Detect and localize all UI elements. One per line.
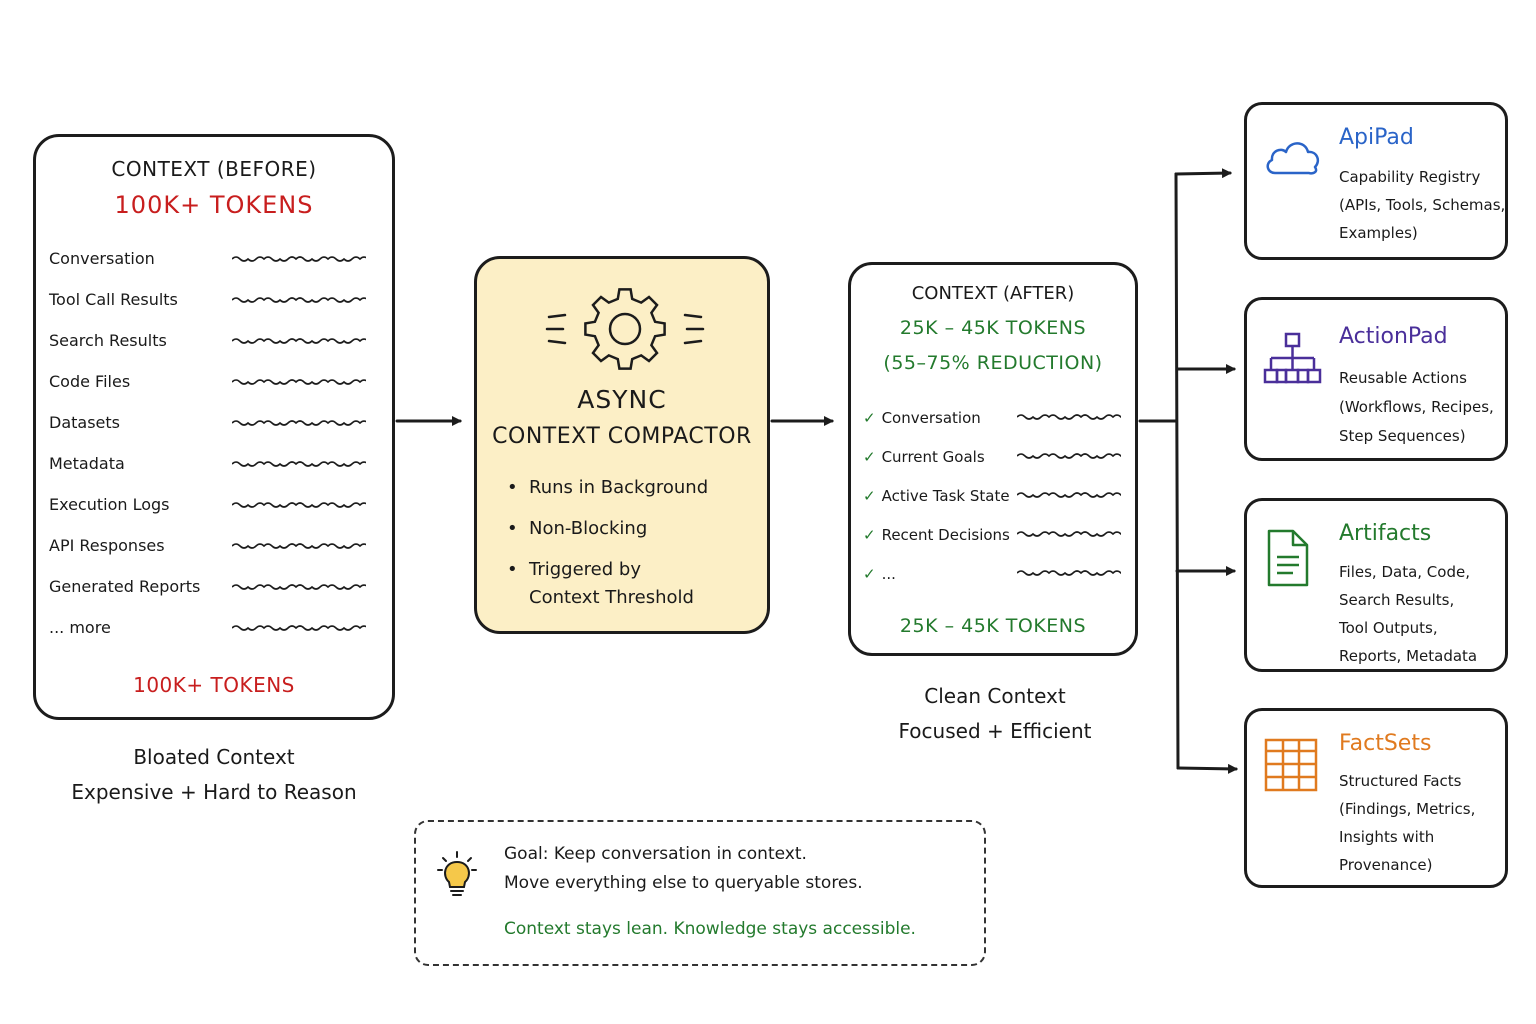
squiggle-line [232,338,366,344]
squiggle-line [1017,492,1121,498]
store-desc-line: Step Sequences) [1339,427,1466,445]
squiggle-line [232,502,366,508]
squiggle-line [232,584,366,590]
squiggle-line [232,625,366,631]
before-list-item: Datasets [49,413,120,432]
after-list-item: ✓... [863,565,896,583]
checkmark-icon: ✓ [863,487,876,505]
compactor-bullet: •Runs in Background [507,477,709,498]
checkmark-icon: ✓ [863,409,876,427]
before-list-item: Code Files [49,372,131,391]
store-desc-line: Structured Facts [1339,772,1462,790]
after-caption: Clean Context Focused + Efficient [848,679,1142,749]
squiggle-line [1017,414,1121,420]
after-list-item: ✓Current Goals [863,448,985,466]
compactor-bullet: •Triggered by [507,559,641,580]
table-icon [1264,738,1318,792]
before-list-item: Metadata [49,454,125,473]
before-caption-title: Bloated Context [133,745,295,769]
store-desc-line: Examples) [1339,224,1418,242]
compactor-title-line1: ASYNC [577,385,667,414]
hierarchy-icon [1263,332,1322,384]
store-desc-line: Insights with [1339,828,1435,846]
compactor-title-line2: CONTEXT COMPACTOR [492,424,752,449]
store-desc-line: (APIs, Tools, Schemas, [1339,196,1506,214]
before-list-item: API Responses [49,536,165,555]
lightbulb-icon [437,851,477,896]
before-caption-subtitle: Expensive + Hard to Reason [71,780,357,804]
before-list-item: Generated Reports [49,577,201,596]
after-list-item: ✓Active Task State [863,487,1010,505]
before-caption: Bloated Context Expensive + Hard to Reas… [33,740,395,810]
goal-tagline: Context stays lean. Knowledge stays acce… [504,919,916,939]
after-list-item: ✓Recent Decisions [863,526,1010,544]
context-after-box: CONTEXT (AFTER) 25K – 45K TOKENS (55–75%… [848,262,1138,656]
store-desc-line: Capability Registry [1339,168,1481,186]
store-desc-line: Files, Data, Code, [1339,563,1470,581]
store-desc-line: Search Results, [1339,591,1455,609]
store-desc-line: (Findings, Metrics, [1339,800,1476,818]
goal-line2: Move everything else to queryable stores… [504,873,863,893]
context-before-box: CONTEXT (BEFORE) 100K+ TOKENS Conversati… [33,134,395,720]
squiggle-line [232,256,366,262]
store-apipad: ApiPad Capability Registry (APIs, Tools,… [1244,102,1508,260]
store-desc-line: Reports, Metadata [1339,647,1478,665]
compactor-bullet: •Non-Blocking [507,518,648,539]
before-list-item: Conversation [49,249,155,268]
squiggle-line [232,297,366,303]
before-token-count-bottom: 100K+ TOKENS [133,673,295,697]
squiggle-line [232,543,366,549]
before-list-item: Tool Call Results [49,290,178,309]
arrow-to-factsets [1176,763,1238,774]
squiggle-line [232,379,366,385]
before-header: CONTEXT (BEFORE) [111,157,317,181]
before-list-item: Execution Logs [49,495,170,514]
after-list-item: ✓Conversation [863,409,981,427]
store-name: FactSets [1339,731,1432,756]
checkmark-icon: ✓ [863,448,876,466]
document-icon [1267,529,1309,587]
store-desc-line: Reusable Actions [1339,369,1467,387]
squiggle-line [232,420,366,426]
store-name: Artifacts [1339,521,1432,546]
before-token-count: 100K+ TOKENS [114,191,314,219]
store-name: ApiPad [1339,125,1414,150]
after-reduction: (55–75% REDUCTION) [883,352,1103,374]
branch-trunk [1174,172,1180,770]
after-caption-title: Clean Context [924,684,1066,708]
goal-line1: Goal: Keep conversation in context. [504,844,807,864]
before-list-item: Search Results [49,331,167,350]
after-token-range: 25K – 45K TOKENS [899,317,1087,339]
squiggle-line [1017,531,1121,537]
cloud-icon [1266,142,1320,175]
store-desc-line: Provenance) [1339,856,1433,874]
store-name: ActionPad [1339,324,1448,349]
arrow-to-apipad [1174,168,1232,179]
after-token-range-bottom: 25K – 45K TOKENS [899,615,1087,637]
store-factsets: FactSets Structured Facts (Findings, Met… [1244,708,1508,888]
store-desc-line: Tool Outputs, [1339,619,1438,637]
checkmark-icon: ✓ [863,565,876,583]
after-header: CONTEXT (AFTER) [911,283,1075,304]
before-list-item: ... more [49,618,111,637]
async-context-compactor-box: ASYNC CONTEXT COMPACTOR •Runs in Backgro… [474,256,770,634]
goal-note-box: Goal: Keep conversation in context. Move… [414,820,986,966]
checkmark-icon: ✓ [863,526,876,544]
squiggle-line [1017,453,1121,459]
store-actionpad: ActionPad Reusable Actions (Workflows, R… [1244,297,1508,461]
squiggle-line [1017,570,1121,576]
compactor-bullet-continuation: Context Threshold [529,587,694,608]
squiggle-line [232,461,366,467]
store-desc-line: (Workflows, Recipes, [1339,398,1494,416]
after-caption-subtitle: Focused + Efficient [898,719,1092,743]
store-artifacts: Artifacts Files, Data, Code, Search Resu… [1244,498,1508,672]
gear-icon [545,288,705,370]
